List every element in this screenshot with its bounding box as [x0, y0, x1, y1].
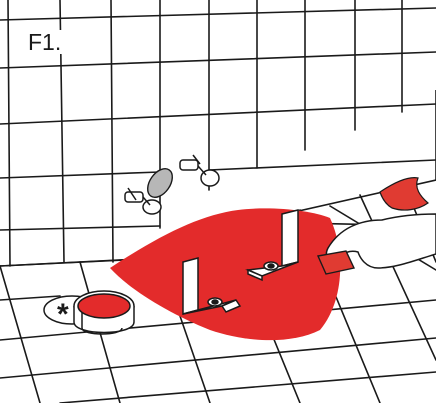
step-label: F1.: [24, 30, 65, 54]
cloth: [380, 178, 428, 210]
jar-mark: *: [57, 298, 69, 331]
valve-plate: [143, 164, 178, 202]
adhesive-area: [110, 208, 340, 340]
right-valve: [180, 155, 219, 186]
